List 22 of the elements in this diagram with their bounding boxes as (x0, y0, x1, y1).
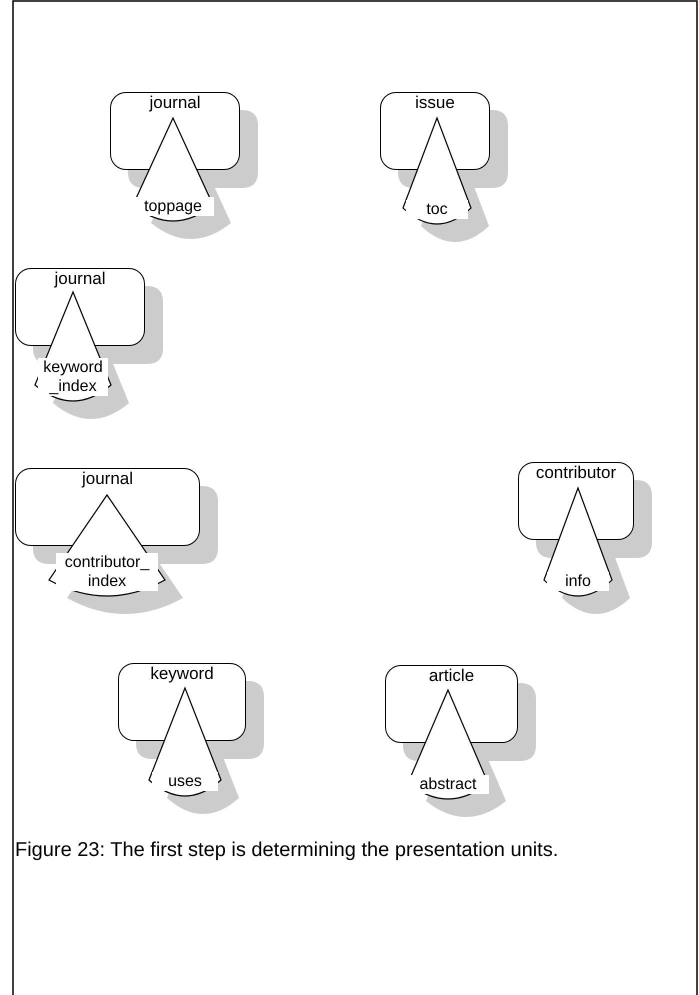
cone-shape (149, 688, 221, 797)
cone-shape (544, 488, 612, 597)
cone-label: toppage (132, 197, 214, 216)
box-label: keyword (149, 664, 215, 684)
cone-shape (49, 495, 165, 597)
box-label: article (428, 666, 476, 686)
cone-shape (408, 690, 488, 800)
cone-label: info (547, 572, 609, 591)
cone-label: abstract (407, 775, 489, 794)
cone-shape (133, 118, 213, 222)
cone-label: toc (406, 200, 468, 219)
box-label: issue (414, 93, 456, 113)
cone-label: uses (152, 772, 218, 791)
cone-shape (35, 292, 111, 402)
box-label: contributor (534, 463, 618, 483)
box-label: journal (53, 269, 107, 289)
box-label: journal (80, 469, 134, 489)
figure-caption: Figure 23: The first step is determining the presentation units. (15, 838, 560, 863)
cone-label: keyword _index (38, 358, 108, 396)
cone-label: contributor_ index (56, 553, 158, 591)
box-label: journal (148, 93, 202, 113)
cone-shape (403, 118, 471, 225)
